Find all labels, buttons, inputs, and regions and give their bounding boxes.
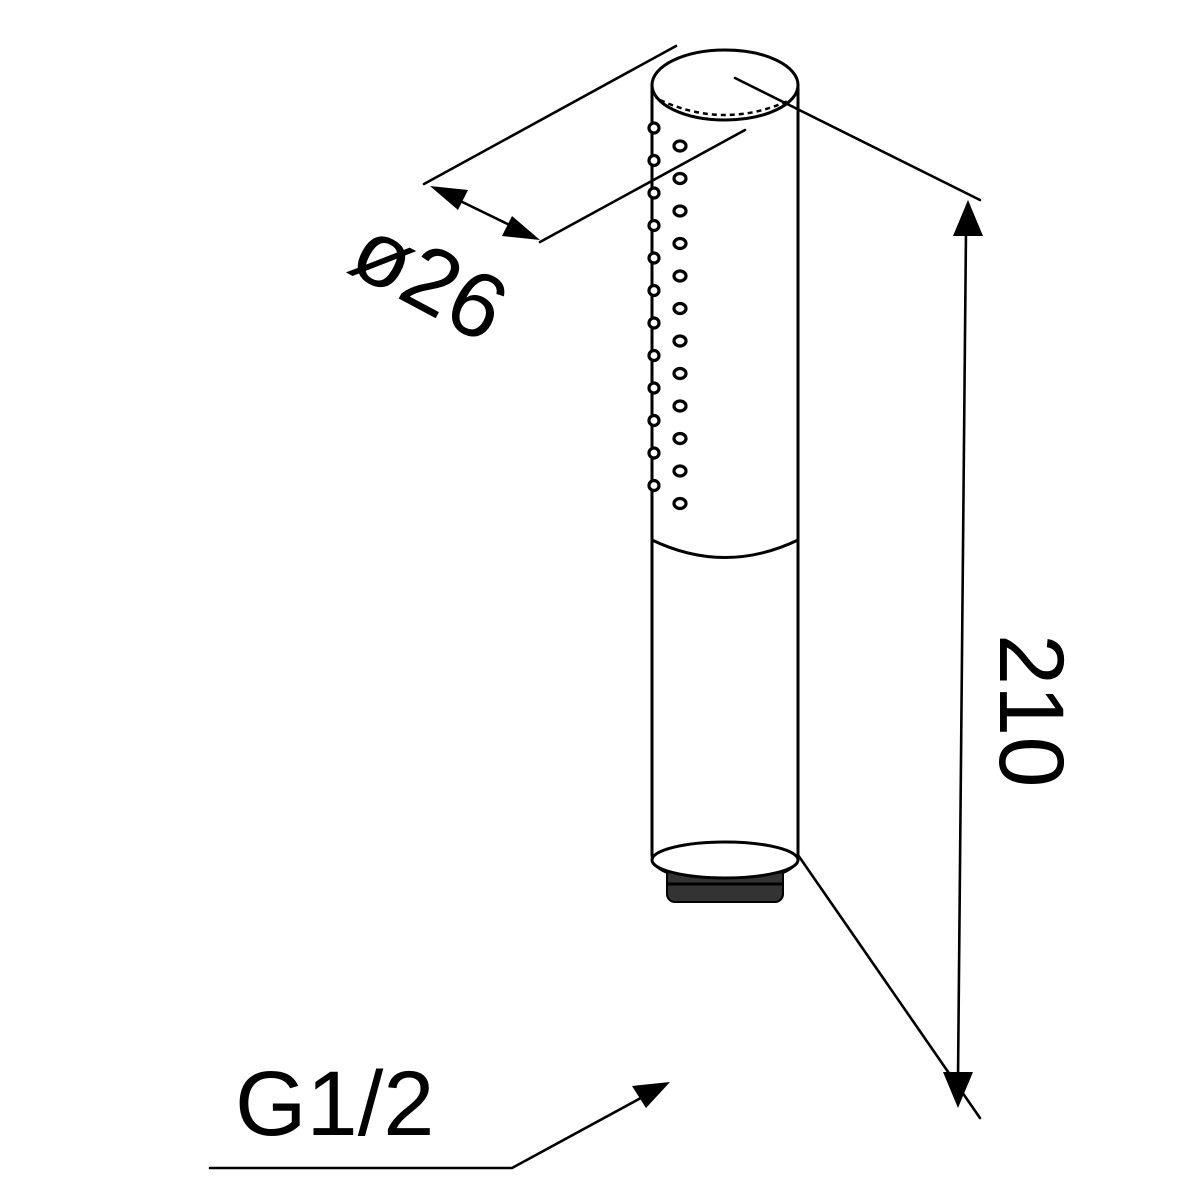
spray-nozzle (672, 334, 688, 348)
diameter-arrowhead-left (430, 186, 468, 210)
length-dimension: 210 (733, 76, 1082, 1120)
spray-nozzle (672, 139, 688, 153)
diameter-arrowhead-right (502, 216, 540, 240)
hand-shower-handle (650, 538, 800, 882)
diameter-extension-line-top (422, 44, 678, 186)
spray-nozzle (647, 153, 661, 168)
spray-nozzle (672, 171, 688, 186)
diameter-extension-line-bottom (538, 128, 747, 244)
spray-nozzle (647, 478, 661, 493)
spray-nozzle (647, 121, 661, 135)
spray-nozzle (647, 413, 661, 428)
length-arrowhead-top (953, 200, 983, 236)
spray-nozzle (672, 204, 688, 218)
thread-callout: G1/2 (208, 1053, 670, 1170)
spray-nozzle (647, 446, 661, 460)
spray-nozzle (672, 366, 688, 381)
spray-nozzle (647, 186, 661, 200)
spray-nozzle (647, 381, 661, 395)
spray-nozzle (672, 269, 688, 283)
length-label: 210 (980, 634, 1082, 788)
spray-nozzle (672, 236, 688, 251)
thread-leader-line (208, 1091, 652, 1170)
spray-nozzle (672, 464, 688, 478)
spray-nozzle (647, 283, 661, 298)
hand-shower-head (650, 48, 800, 559)
diameter-label: ø26 (336, 198, 524, 362)
spray-nozzle (647, 251, 661, 265)
spray-nozzle (647, 218, 661, 233)
spray-nozzle (672, 399, 688, 413)
length-dimension-line (956, 228, 968, 1080)
spray-nozzle (672, 431, 688, 446)
spray-nozzle (647, 348, 661, 363)
spray-nozzle-row (647, 121, 688, 511)
spray-nozzle (672, 496, 688, 511)
spray-nozzle (672, 301, 688, 316)
thread-label: G1/2 (235, 1053, 434, 1155)
g12-thread-connector (650, 840, 800, 903)
length-arrowhead-bottom (943, 1072, 973, 1108)
thread-leader-arrowhead (632, 1082, 670, 1108)
spray-nozzle (647, 316, 661, 330)
length-extension-line-top (733, 76, 982, 202)
